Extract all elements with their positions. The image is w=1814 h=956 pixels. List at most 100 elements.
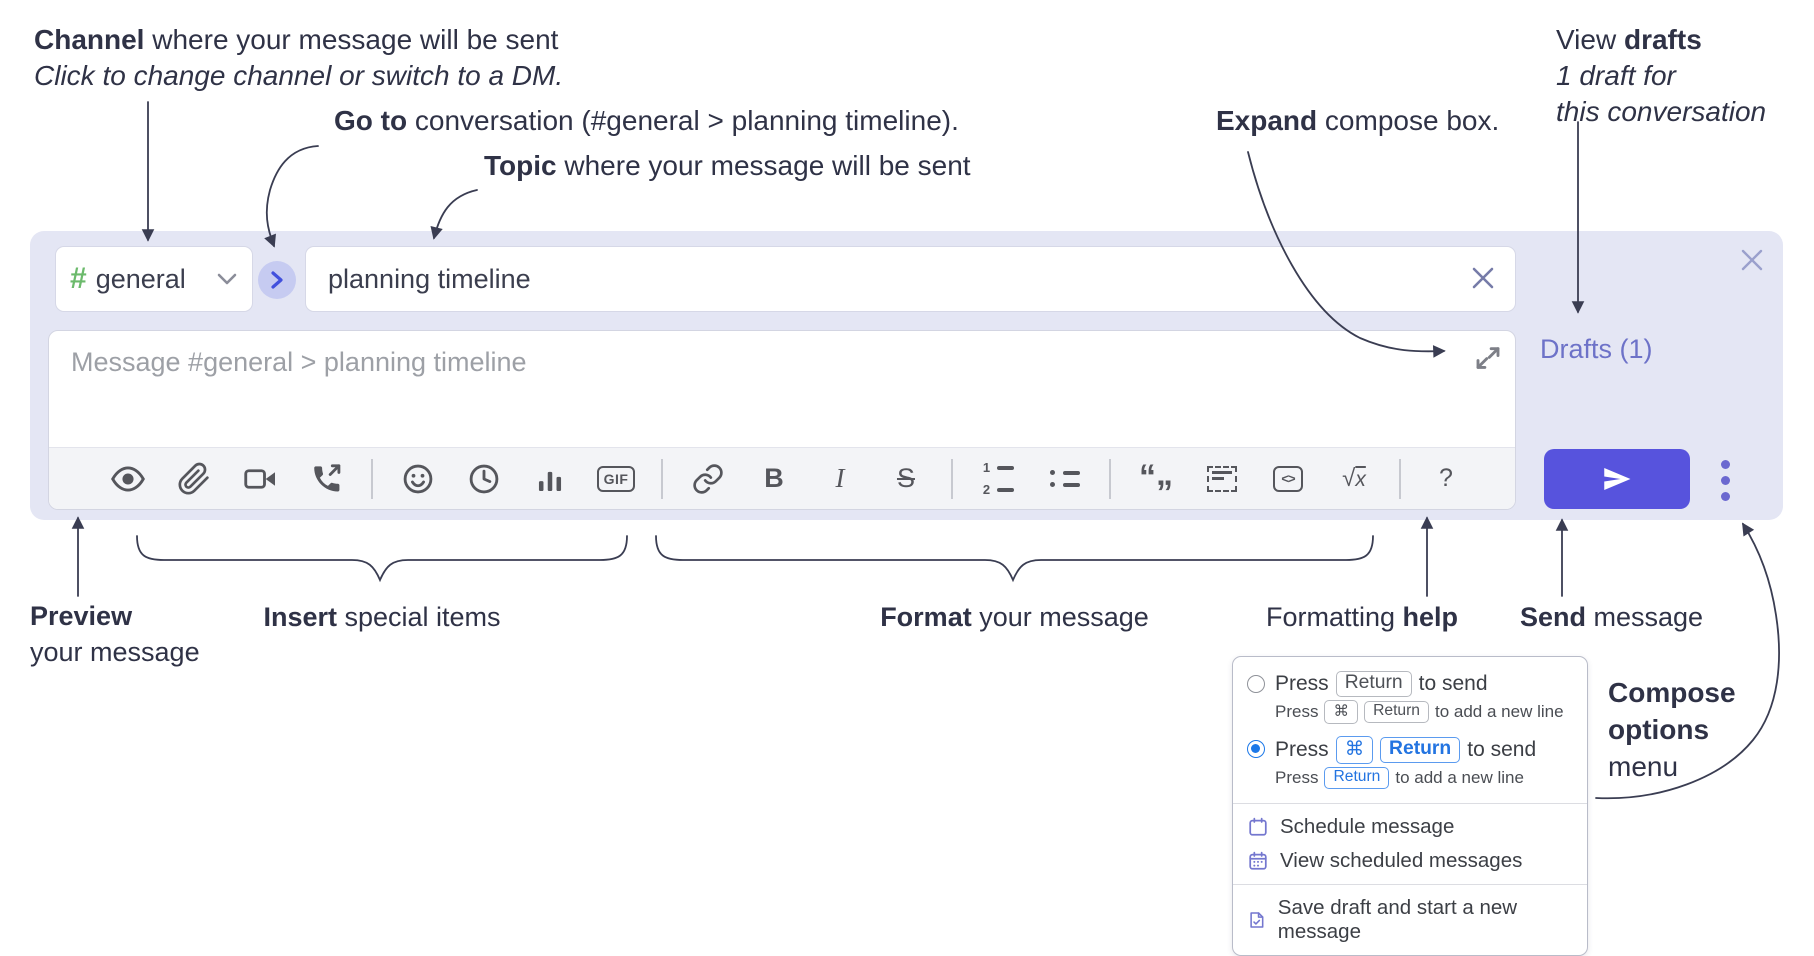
preview-annotation: Preview your message	[30, 598, 200, 670]
compose-options-line2: options	[1608, 714, 1710, 745]
italic-label: I	[835, 463, 845, 493]
italic-button[interactable]: I	[807, 453, 873, 505]
toolbar-divider	[939, 453, 965, 505]
message-area	[49, 331, 1515, 447]
preview-eye-button[interactable]	[95, 453, 161, 505]
send-button[interactable]	[1544, 449, 1690, 509]
strikethrough-button[interactable]: S	[873, 453, 939, 505]
view-scheduled-messages-item[interactable]: View scheduled messages	[1233, 844, 1587, 878]
topic-clear-button[interactable]	[1469, 264, 1497, 295]
help-label: ?	[1439, 464, 1453, 492]
expand-annotation: Expand compose box.	[1216, 103, 1499, 139]
poll-button[interactable]	[517, 453, 583, 505]
opt2-post: to send	[1467, 738, 1537, 761]
opt2-sub-pre: Press	[1275, 768, 1319, 787]
compose-toolbar: GIF B I S 1 2 “”	[49, 447, 1515, 509]
return-key: Return	[1324, 767, 1390, 789]
voice-call-button[interactable]	[293, 453, 359, 505]
insert-annotation: Insert special items	[137, 602, 627, 633]
quote-open: “	[1139, 457, 1156, 496]
opt1-sub-post: to add a new line	[1435, 702, 1564, 721]
send-bold: Send	[1520, 602, 1587, 632]
format-annotation: Format your message	[656, 602, 1373, 633]
return-key: Return	[1335, 671, 1412, 697]
quote-button[interactable]: “”	[1123, 453, 1189, 510]
format-rest: your message	[971, 602, 1149, 632]
view-drafts-line3: this conversation	[1556, 96, 1767, 127]
compose-panel: GIF B I S 1 2 “”	[48, 330, 1516, 510]
opt1-pre: Press	[1275, 672, 1329, 695]
emoji-button[interactable]	[385, 453, 451, 505]
formatting-help-button[interactable]: ?	[1413, 453, 1479, 505]
bold-label: B	[764, 463, 784, 493]
format-bold: Format	[880, 602, 972, 632]
code-icon: <>	[1273, 465, 1303, 492]
bulleted-list-button[interactable]	[1031, 453, 1097, 505]
spoiler-button[interactable]	[1189, 453, 1255, 505]
return-key: Return	[1380, 737, 1461, 763]
chevron-right-icon	[271, 271, 283, 289]
attach-file-button[interactable]	[161, 453, 227, 505]
calendar-icon	[1249, 817, 1267, 836]
menu-divider	[1233, 884, 1587, 885]
compose-options-ellipsis-button[interactable]	[1710, 452, 1740, 508]
time-button[interactable]	[451, 453, 517, 505]
cmd-key: ⌘	[1335, 736, 1373, 764]
expand-compose-button[interactable]	[1471, 341, 1505, 375]
num-2: 2	[982, 482, 991, 497]
channel-picker[interactable]: # general	[55, 246, 253, 312]
save-draft-label: Save draft and start a new message	[1277, 896, 1518, 943]
opt2-sub-post: to add a new line	[1395, 768, 1524, 787]
draft-document-icon	[1250, 912, 1264, 928]
goto-annotation-rest: conversation (#general > planning timeli…	[407, 105, 959, 136]
goto-conversation-button[interactable]	[258, 261, 296, 299]
opt2-pre: Press	[1275, 738, 1329, 761]
gif-label: GIF	[596, 465, 636, 492]
channel-name: general	[95, 263, 186, 294]
message-textarea[interactable]	[49, 331, 1515, 447]
send-paper-plane-icon	[1604, 467, 1631, 491]
compose-options-annotation: Compose options menu	[1608, 674, 1736, 785]
toolbar-divider	[359, 453, 385, 505]
bold-button[interactable]: B	[741, 453, 807, 505]
toolbar-divider	[1097, 453, 1123, 505]
schedule-message-item[interactable]: Schedule message	[1233, 810, 1587, 844]
calendar-dots-icon	[1249, 851, 1267, 870]
preview-bold: Preview	[30, 601, 133, 631]
topic-field	[305, 246, 1516, 312]
code-button[interactable]: <>	[1255, 453, 1321, 505]
topic-annotation-bold: Topic	[484, 150, 557, 181]
channel-annotation-line2: Click to change channel or switch to a D…	[34, 60, 564, 91]
compose-close-button[interactable]	[1734, 242, 1770, 278]
spoiler-icon	[1207, 465, 1237, 492]
view-drafts-annotation: View drafts 1 draft for this conversatio…	[1556, 22, 1766, 130]
video-call-button[interactable]	[227, 453, 293, 505]
math-button[interactable]: √x	[1321, 453, 1387, 505]
expand-icon	[1476, 347, 1500, 369]
cmd-key: ⌘	[1324, 700, 1359, 724]
radio-unselected[interactable]	[1247, 675, 1265, 693]
view-scheduled-messages-label: View scheduled messages	[1280, 849, 1523, 872]
topic-annotation-rest: where your message will be sent	[556, 150, 971, 181]
gif-button[interactable]: GIF	[583, 453, 649, 505]
link-button[interactable]	[675, 453, 741, 505]
return-key: Return	[1364, 701, 1429, 723]
insert-bold: Insert	[263, 602, 337, 632]
close-icon	[1472, 267, 1494, 288]
close-icon	[1741, 249, 1763, 271]
insert-rest: special items	[336, 602, 501, 632]
numbered-list-button[interactable]: 1 2	[965, 453, 1031, 505]
radio-selected[interactable]	[1247, 740, 1265, 758]
topic-input[interactable]	[306, 263, 1469, 295]
compose-options-line3: menu	[1608, 751, 1679, 782]
expand-annotation-bold: Expand	[1216, 105, 1318, 136]
brace-format	[655, 535, 1374, 583]
chevron-down-icon	[217, 273, 237, 285]
view-drafts-bold: drafts	[1623, 24, 1702, 55]
drafts-link[interactable]: Drafts (1)	[1540, 334, 1653, 364]
formatting-bold: help	[1402, 602, 1459, 632]
save-draft-item[interactable]: Save draft and start a new message	[1233, 891, 1587, 949]
view-drafts-line2: 1 draft for	[1556, 60, 1676, 91]
